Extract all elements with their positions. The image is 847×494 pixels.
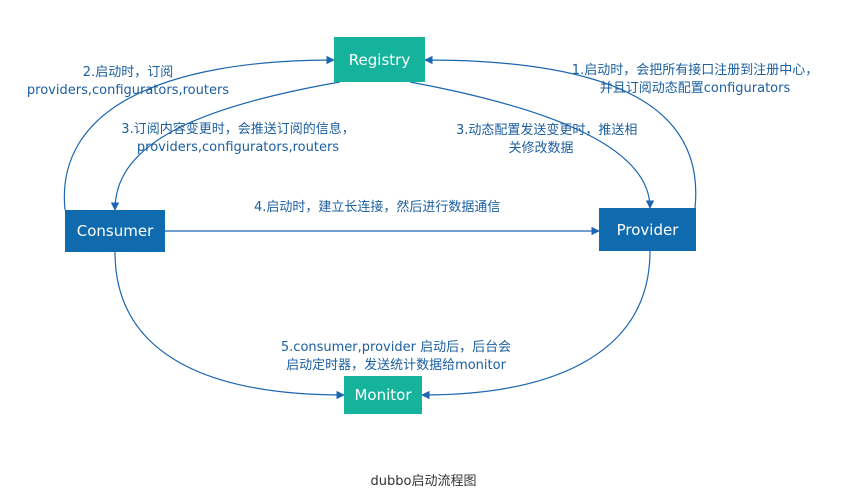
step2-label: 2.启动时，订阅 providers,configurators,routers [18,64,238,100]
step1-line2: 并且订阅动态配置configurators [599,81,791,96]
monitor-node: Monitor [344,376,422,414]
edge-registry-to-consumer [110,81,341,211]
monitor-label: Monitor [354,386,412,404]
figure-caption: dubbo启动流程图 [370,474,477,489]
step5-line1: 5.consumer,provider 启动后，后台会 [280,340,512,355]
step5-line2: 启动定时器，发送统计数据给monitor [286,358,506,373]
edge-provider-to-monitor [421,250,651,400]
step2-line1: 2.启动时，订阅 [82,65,174,80]
step3-consumer-line1: 3.订阅内容变更时，会推送订阅的信息， [121,122,355,137]
provider-label: Provider [616,220,679,239]
step3-consumer-label: 3.订阅内容变更时，会推送订阅的信息， providers,configurat… [106,121,370,157]
registry-node: Registry [334,37,425,82]
registry-label: Registry [348,50,411,69]
edge-registry-to-provider [409,81,655,209]
step2-line2: providers,configurators,routers [26,83,230,98]
step3-provider-line1: 3.动态配置发送变更时，推送相 [456,123,638,138]
step5-label: 5.consumer,provider 启动后，后台会 启动定时器，发送统计数据… [268,339,524,375]
step4-label: 4.启动时，建立长连接，然后进行数据通信 [254,200,501,215]
edge-consumer-to-monitor [114,251,345,400]
provider-node: Provider [599,208,696,251]
step3-consumer-line2: providers,configurators,routers [136,140,340,155]
step3-provider-line2: 关修改数据 [508,141,574,156]
consumer-label: Consumer [76,222,154,240]
step3-provider-label: 3.动态配置发送变更时，推送相 关修改数据 [456,122,638,158]
edge-provider-to-registry [424,55,697,209]
step1-label: 1.启动时，会把所有接口注册到注册中心， 并且订阅动态配置configurato… [556,62,834,98]
consumer-node: Consumer [65,210,165,252]
edge-consumer-to-registry [63,55,335,211]
step1-line1: 1.启动时，会把所有接口注册到注册中心， [571,63,819,78]
